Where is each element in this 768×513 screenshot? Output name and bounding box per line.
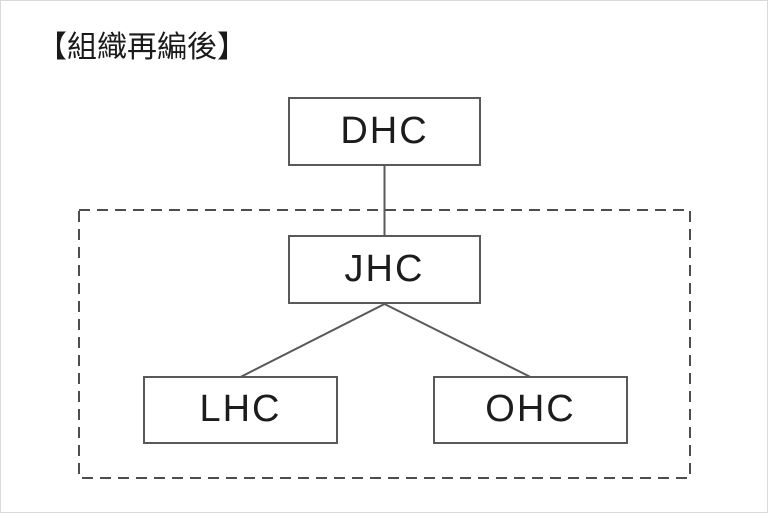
edge-jhc-ohc	[384, 303, 531, 378]
node-dhc: DHC	[288, 97, 481, 166]
node-ohc: OHC	[433, 376, 628, 444]
edge-jhc-lhc	[240, 303, 385, 378]
node-lhc: LHC	[143, 376, 338, 444]
node-ohc-label: OHC	[485, 388, 576, 430]
node-lhc-label: LHC	[199, 388, 282, 430]
node-jhc-label: JHC	[344, 247, 425, 290]
dashed-group-border	[78, 209, 691, 479]
node-dhc-label: DHC	[340, 109, 429, 152]
diagram-title: 【組織再編後】	[37, 31, 247, 64]
node-jhc: JHC	[288, 235, 481, 304]
